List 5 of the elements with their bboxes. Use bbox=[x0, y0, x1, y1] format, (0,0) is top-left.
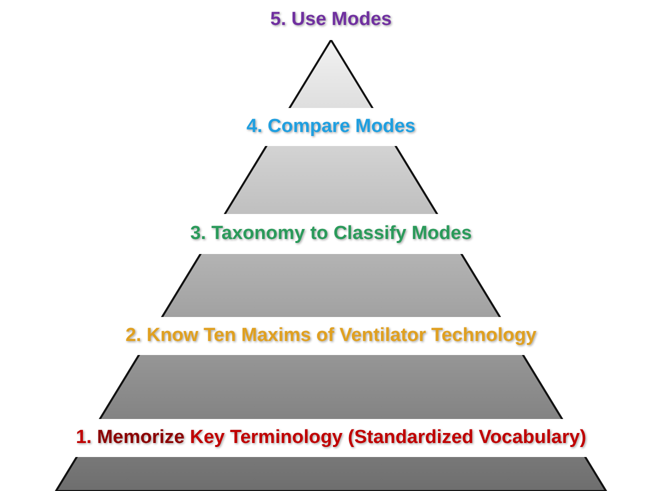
level-label: 4. Compare Modes bbox=[246, 116, 416, 138]
level-label: 2. Know Ten Maxims of Ventilator Technology bbox=[125, 325, 536, 347]
level-label: 5. Use Modes bbox=[270, 9, 392, 31]
level-label: 3. Taxonomy to Classify Modes bbox=[190, 223, 472, 245]
level-label: 1. Memorize Key Terminology (Standardized Vocabulary) bbox=[76, 427, 586, 449]
